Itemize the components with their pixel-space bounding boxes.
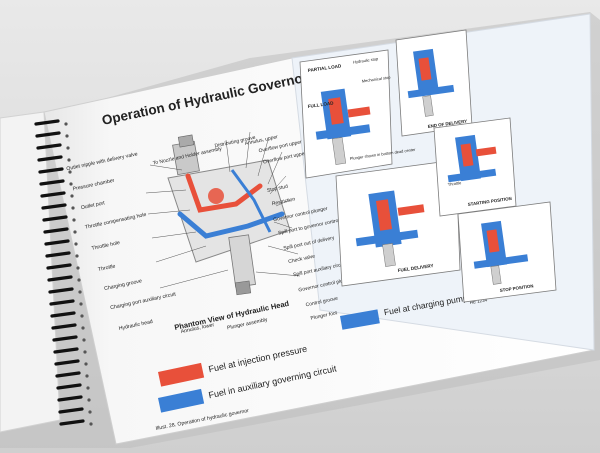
page-code: HE 1234 [469, 297, 488, 305]
panel-fuel-delivery: FUEL DELIVERY [335, 159, 461, 287]
panel-label-full-load: FULL LOAD [307, 100, 334, 109]
hydraulic-head-illustration [145, 131, 301, 296]
panel-sublabel-mechanical-stop: Mechanical stop [361, 74, 391, 83]
panel-partial-load: PARTIAL LOAD Hydraulic stop Mechanical s… [299, 49, 416, 179]
callout-5: Throttle hole [91, 240, 121, 252]
panel-label-starting-position: STARTING POSITION [467, 196, 512, 207]
panel-end-of-delivery: END OF DELIVERY [395, 29, 473, 137]
panel-label-end-of-delivery: END OF DELIVERY [427, 119, 467, 129]
callout-17: Stop stud [267, 184, 289, 194]
callout-22: Check valve [288, 253, 316, 265]
callout-18: Restriction [271, 196, 296, 207]
panel-label-stop-position: STOP POSITION [499, 283, 533, 293]
legend-swatch-injection [158, 362, 205, 387]
panel-sublabel-hydraulic-stop: Hydraulic stop [353, 56, 380, 65]
injection-path [185, 173, 263, 213]
legend-swatch-auxiliary [158, 388, 205, 413]
callout-6: Throttle [98, 263, 117, 273]
panel-label-partial-load: PARTIAL LOAD [307, 63, 342, 73]
spiral-binding [34, 119, 85, 426]
page-code-group: HE 1234 [469, 297, 488, 305]
panel-stop-position: STOP POSITION [457, 201, 557, 303]
legend-swatch-charging [340, 309, 380, 330]
binding-holes [64, 122, 93, 426]
callout-26: Plunger foot [310, 310, 338, 322]
left-page [0, 111, 61, 433]
callout-3: Outlet port [80, 200, 105, 211]
panel-starting-position: Throttle STARTING POSITION [433, 117, 517, 217]
panel-sublabel-throttle: Throttle [447, 180, 462, 187]
panel-label-fuel-delivery: FUEL DELIVERY [397, 263, 433, 273]
